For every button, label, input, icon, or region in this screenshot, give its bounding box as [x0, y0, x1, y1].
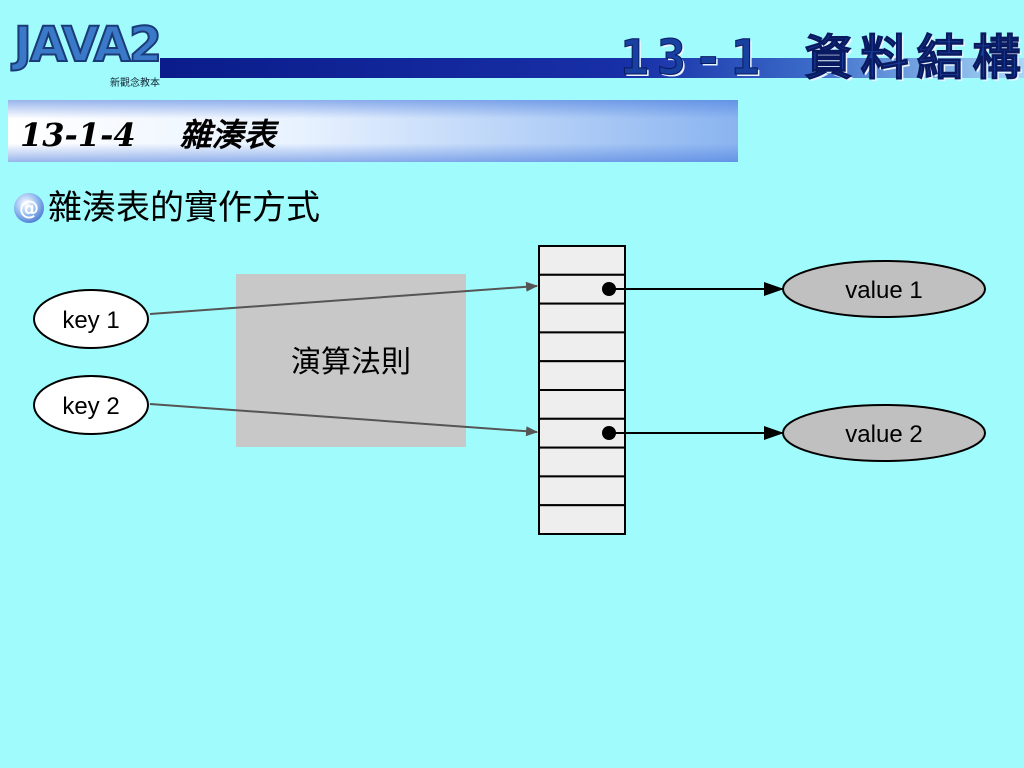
- header-bar: [160, 58, 1024, 78]
- hash-table-slot: [538, 446, 626, 478]
- section-title: 雜湊表: [179, 116, 276, 154]
- hash-table-slot: [538, 504, 626, 536]
- value-label-1: value 1: [845, 277, 922, 304]
- hash-table-slot: [538, 331, 626, 363]
- key2-arrow: [149, 403, 538, 437]
- java2-logo: JAVA2 新觀念教本: [13, 16, 174, 89]
- hash-table-slot: [538, 389, 626, 420]
- key-node-2: key 2: [33, 375, 149, 435]
- hash-table-slot: [538, 245, 626, 276]
- value-node-2: value 2: [782, 404, 986, 462]
- hash-table-slot: [538, 475, 626, 507]
- slide-header: JAVA2 新觀念教本 13-1 資料結構: [0, 0, 1024, 90]
- bullet-text: 雜湊表的實作方式: [48, 188, 320, 228]
- section-heading: 13-1-4 雜湊表: [20, 110, 276, 156]
- value-node-1: value 1: [782, 260, 986, 318]
- bullet-item: @雜湊表的實作方式: [14, 180, 320, 229]
- logo-text: JAVA2: [13, 16, 163, 74]
- logo-subtitle: 新觀念教本: [110, 78, 160, 89]
- section-heading-band: 13-1-4 雜湊表: [8, 100, 738, 162]
- hash-table-slot: [538, 360, 626, 392]
- key-label-2: key 2: [62, 393, 119, 420]
- key-label-1: key 1: [62, 307, 119, 334]
- at-bullet-icon: @: [14, 193, 44, 223]
- key-node-1: key 1: [33, 289, 149, 349]
- hash-table-slot: [538, 302, 626, 334]
- algorithm-label: 演算法則: [291, 345, 411, 380]
- key1-arrow: [149, 281, 538, 315]
- value-label-2: value 2: [845, 421, 922, 448]
- chapter-title: 13-1 資料結構: [620, 30, 1024, 87]
- section-number: 13-1-4: [20, 116, 136, 154]
